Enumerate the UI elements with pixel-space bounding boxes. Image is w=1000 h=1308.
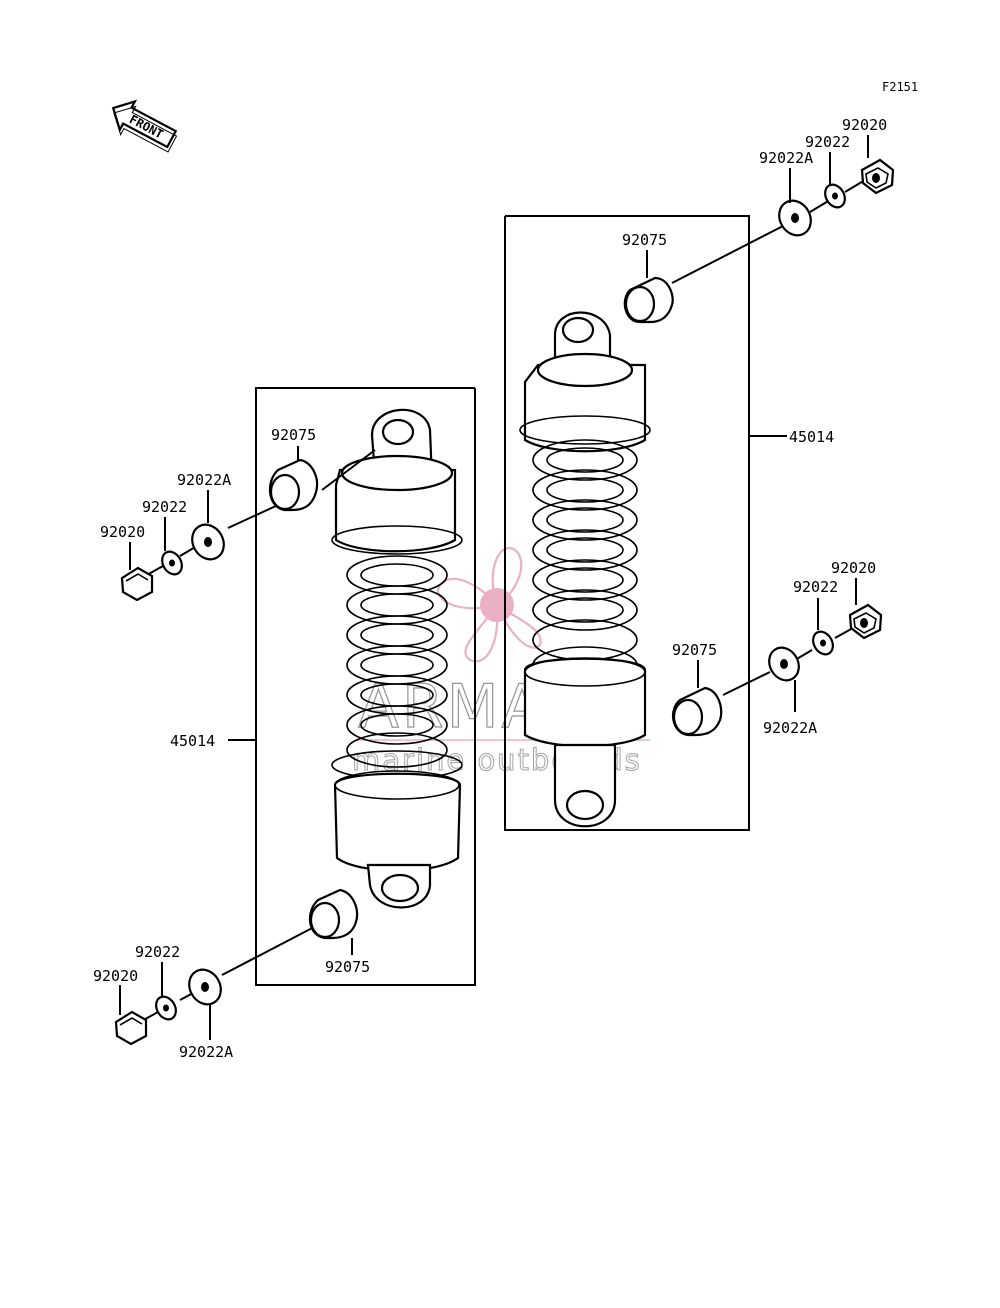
acorn-nut-icon <box>848 603 883 640</box>
right-shock-absorber <box>519 311 651 828</box>
right-shock-bracket <box>504 215 787 831</box>
label-right-upper-washer-a: 92022A <box>759 149 813 167</box>
flat-washer-a-icon <box>768 646 800 682</box>
diagram-code: F2151 <box>882 80 918 94</box>
label-right-upper-bush: 92075 <box>622 231 667 249</box>
flat-washer-a-icon <box>191 523 225 561</box>
bushing-icon <box>268 458 319 512</box>
left-upper-hardware <box>120 446 376 602</box>
watermark-logo-icon <box>437 547 542 663</box>
right-lower-hardware <box>671 578 883 737</box>
label-left-lower-bush: 92075 <box>325 958 370 976</box>
flat-washer-icon <box>812 630 834 656</box>
label-right-upper-nut: 92020 <box>842 116 887 134</box>
flat-washer-a-icon <box>778 199 812 237</box>
left-shock-absorber <box>331 408 463 909</box>
bushing-icon <box>623 276 674 324</box>
hex-nut-icon <box>120 566 154 602</box>
right-upper-hardware <box>623 135 895 324</box>
label-right-lower-nut: 92020 <box>831 559 876 577</box>
acorn-nut-icon <box>860 158 895 195</box>
left-assy-label: 45014 <box>170 732 215 750</box>
hex-nut-icon <box>114 1010 148 1046</box>
front-arrow-icon: FRONT <box>111 99 178 153</box>
label-left-lower-washer-a: 92022A <box>179 1043 233 1061</box>
label-left-upper-washer-a: 92022A <box>177 471 231 489</box>
label-left-upper-nut: 92020 <box>100 523 145 541</box>
label-left-upper-washer: 92022 <box>142 498 187 516</box>
flat-washer-icon <box>155 995 177 1021</box>
flat-washer-icon <box>161 550 183 576</box>
left-lower-hardware <box>114 888 359 1046</box>
label-right-lower-bush: 92075 <box>672 641 717 659</box>
label-left-upper-bush: 92075 <box>271 426 316 444</box>
flat-washer-a-icon <box>188 968 222 1006</box>
bushing-icon <box>308 888 359 940</box>
left-shock-bracket <box>228 387 476 986</box>
label-left-lower-washer: 92022 <box>135 943 180 961</box>
bushing-icon <box>671 686 723 737</box>
label-right-upper-washer: 92022 <box>805 133 850 151</box>
label-right-lower-washer: 92022 <box>793 578 838 596</box>
right-assy-label: 45014 <box>789 428 834 446</box>
flat-washer-icon <box>824 183 846 209</box>
label-left-lower-nut: 92020 <box>93 967 138 985</box>
label-right-lower-washer-a: 92022A <box>763 719 817 737</box>
